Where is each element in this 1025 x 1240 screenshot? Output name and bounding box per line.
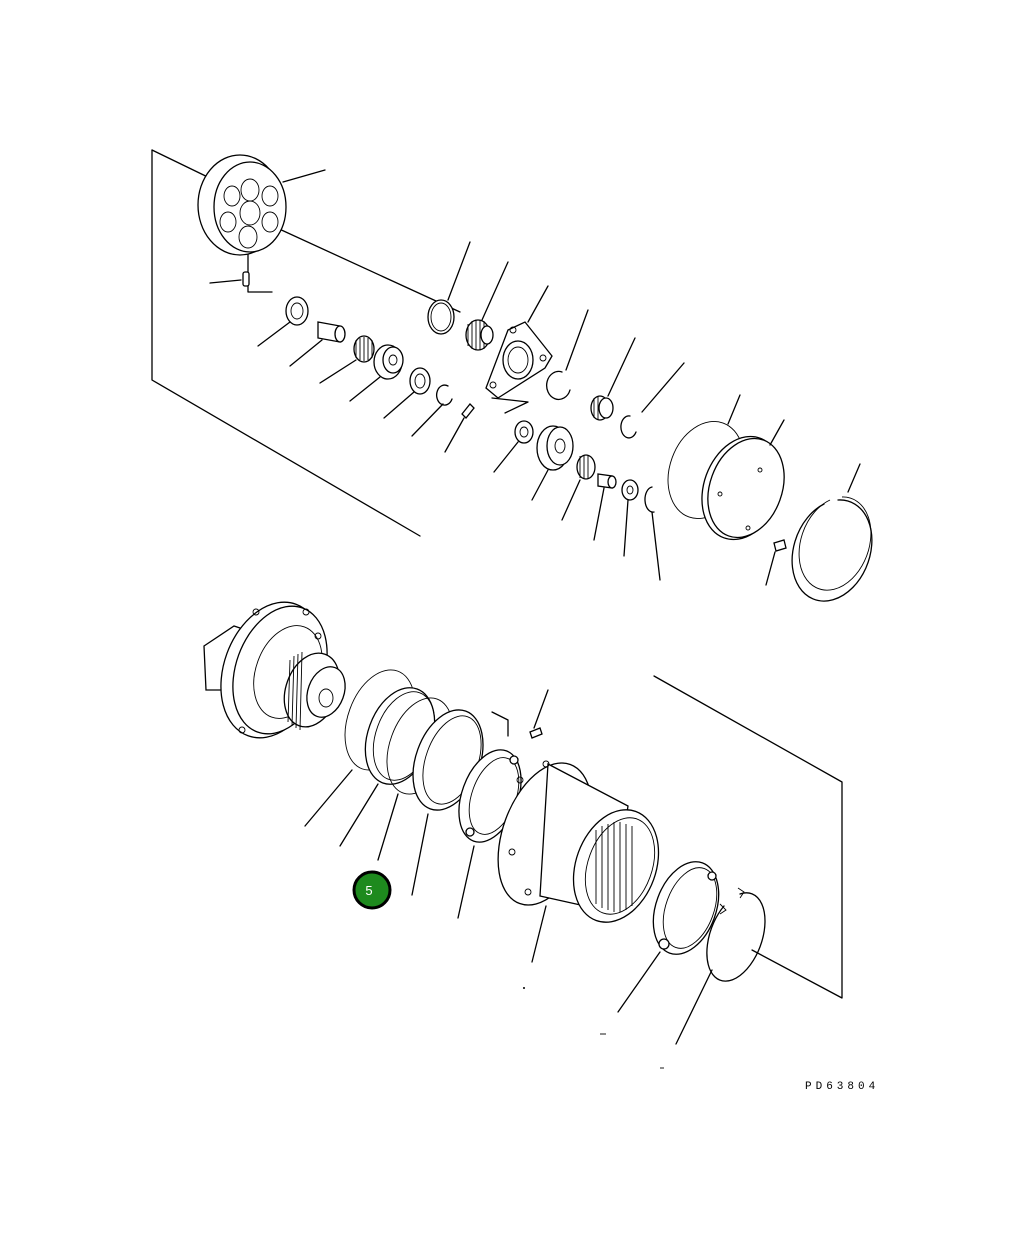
washer (409, 367, 431, 395)
ball-bearing-2 (652, 861, 720, 955)
callout-5-label: 5 (365, 883, 372, 898)
planet-carrier (485, 321, 553, 399)
roller-bearing (465, 319, 494, 351)
washer-small (621, 479, 639, 501)
thrust-washer (285, 296, 309, 326)
sun-gear-small (590, 395, 614, 421)
needle-bearing (353, 335, 375, 363)
hub-housing (497, 760, 660, 923)
planet-gear-large (536, 425, 574, 471)
dowel-pin (529, 727, 543, 739)
o-ring (427, 299, 455, 335)
plug (773, 539, 787, 552)
cover (701, 435, 785, 541)
spacer (597, 473, 617, 489)
motor-housing (203, 601, 346, 739)
upper-assembly (151, 149, 873, 602)
callout-5[interactable]: 5 (352, 870, 392, 910)
retaining-ring (706, 887, 766, 982)
retaining-ring-large (791, 496, 873, 602)
thrust-washer-2 (514, 420, 534, 444)
pin (242, 271, 250, 287)
drawing-code: PD63804 (805, 1081, 879, 1093)
pinion-gear (576, 454, 596, 480)
carrier-plate (197, 154, 287, 256)
callout-5-badge[interactable] (352, 870, 392, 910)
snap-ring-3 (644, 486, 655, 513)
snap-ring-2 (620, 415, 637, 439)
planet-shaft (317, 321, 346, 343)
snap-ring (546, 370, 571, 401)
roll-pin (461, 403, 475, 419)
snap-ring-small (436, 384, 453, 406)
lower-assembly: 5 (203, 601, 843, 1069)
planet-gear (373, 344, 404, 380)
